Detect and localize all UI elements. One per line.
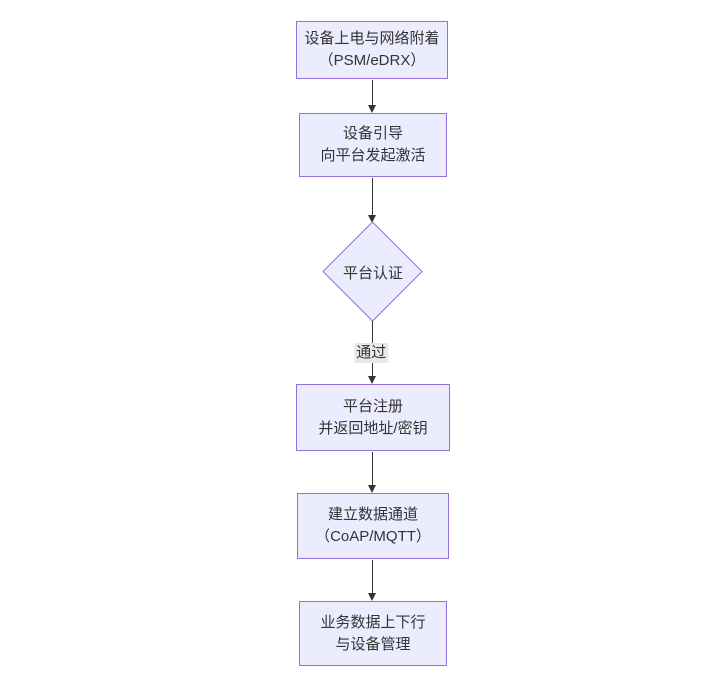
edge-line xyxy=(371,452,373,487)
edge-line xyxy=(371,80,373,107)
node-text-line: 业务数据上下行 xyxy=(320,613,426,631)
edge-line xyxy=(371,178,373,217)
node-text-line: 与设备管理 xyxy=(335,635,411,653)
node-text-line: 并返回地址/密钥 xyxy=(318,419,428,437)
flow-node-business-data: 业务数据上下行 与设备管理 xyxy=(299,601,447,666)
node-text-line: （CoAP/MQTT） xyxy=(315,528,431,545)
flow-node-bootstrap-activate: 设备引导 向平台发起激活 xyxy=(299,113,447,177)
flow-node-platform-register: 平台注册 并返回地址/密钥 xyxy=(296,384,450,451)
arrowhead-down-icon xyxy=(367,215,376,223)
arrowhead-down-icon xyxy=(367,593,376,601)
arrowhead-down-icon xyxy=(367,105,376,113)
decision-label: 平台认证 xyxy=(342,264,403,282)
node-text-line: 设备引导 xyxy=(342,125,403,142)
arrowhead-down-icon xyxy=(367,485,376,493)
node-text-line: 建立数据通道 xyxy=(327,506,418,523)
flow-node-power-network-attach: 设备上电与网络附着 （PSM/eDRX） xyxy=(296,21,448,79)
edge-line xyxy=(371,560,373,595)
node-text-line: （PSM/eDRX） xyxy=(318,52,426,69)
flow-node-data-channel: 建立数据通道 （CoAP/MQTT） xyxy=(297,493,449,559)
arrowhead-down-icon xyxy=(367,376,376,384)
node-text-line: 平台注册 xyxy=(342,397,403,415)
node-text-line: 向平台发起激活 xyxy=(320,147,426,164)
flow-decision-platform-auth: 平台认证 xyxy=(322,221,424,322)
edge-label-pass: 通过 xyxy=(354,343,389,363)
node-text-line: 设备上电与网络附着 xyxy=(304,30,440,47)
